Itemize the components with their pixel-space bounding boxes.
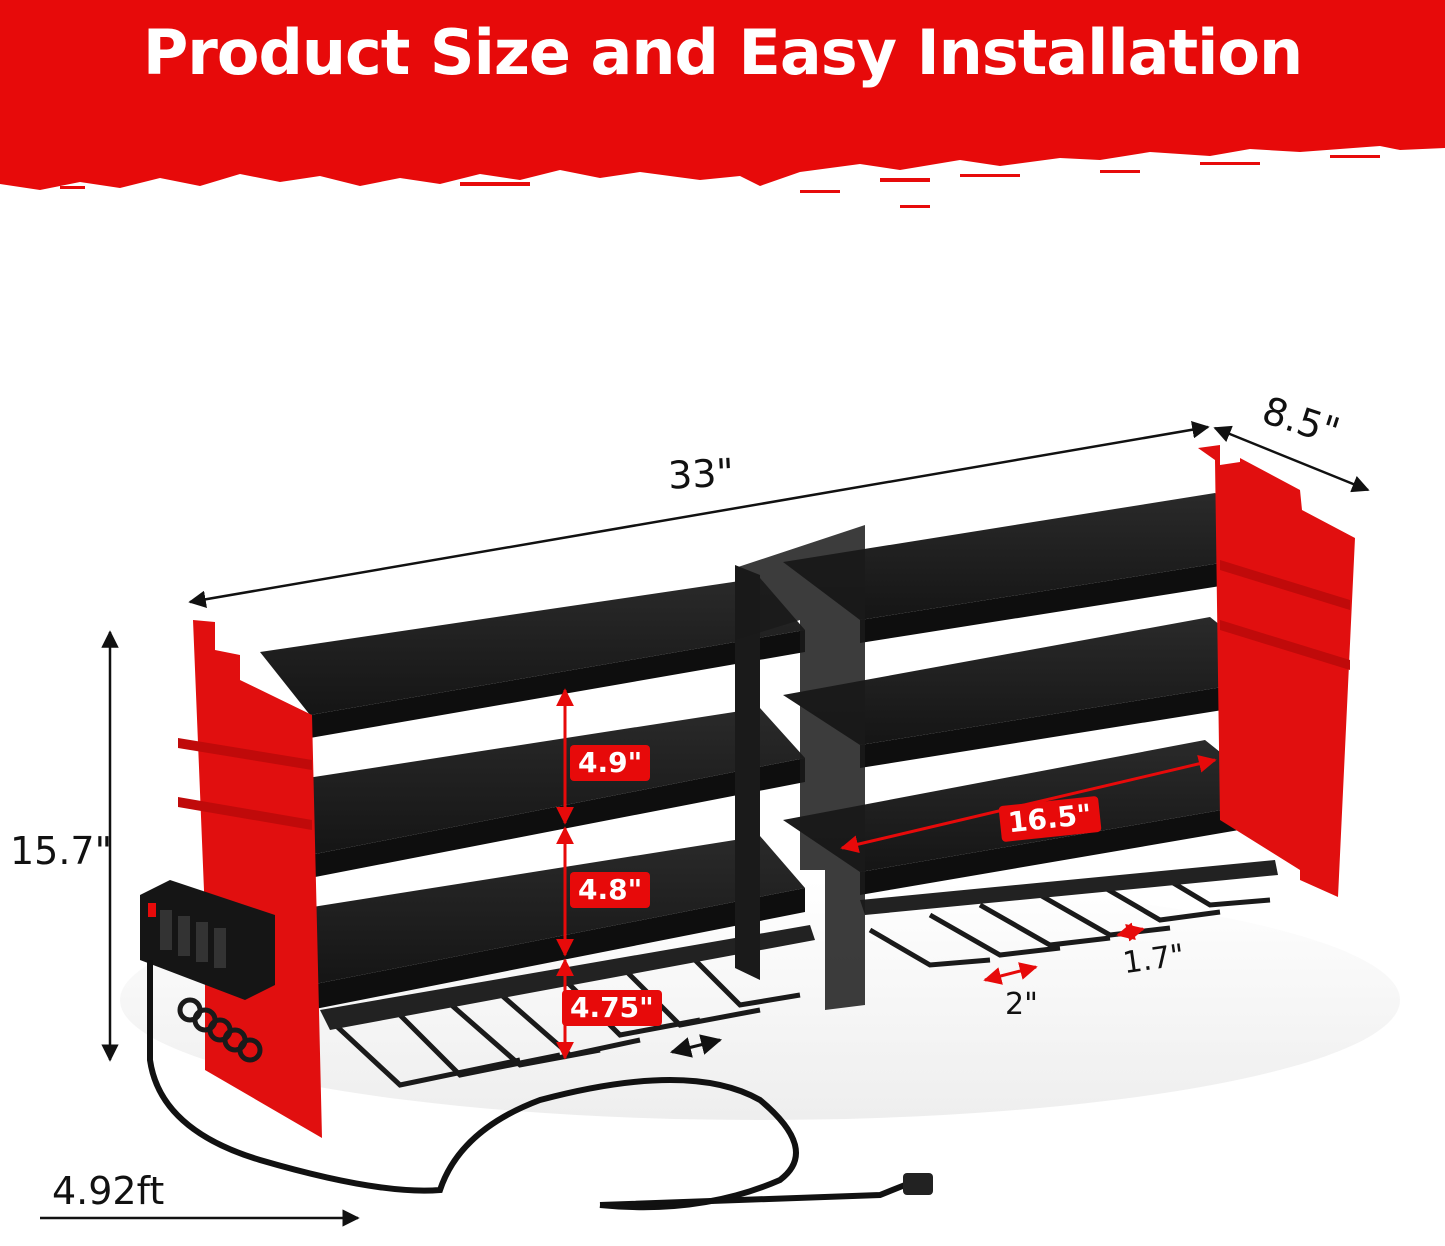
rail-spacing-arrow xyxy=(669,1034,723,1058)
right-side-panel xyxy=(1198,445,1355,897)
banner-title: Product Size and Easy Installation xyxy=(142,16,1303,89)
height-label: 15.7" xyxy=(10,829,113,873)
length-dimension-arrow xyxy=(188,421,1210,608)
right-shelf-top xyxy=(783,493,1290,643)
paint-splatter-decoration xyxy=(0,140,1445,208)
left-tool-rails xyxy=(328,953,801,1088)
cable-hooks xyxy=(177,997,263,1063)
right-center-bracket xyxy=(735,525,865,1010)
rail-gap-wide-label: 2" xyxy=(1005,987,1038,1022)
plug-icon xyxy=(903,1173,933,1195)
rail-gap-narrow-arrow xyxy=(1116,922,1145,942)
length-label: 33" xyxy=(666,450,735,498)
cord-length-label: 4.92ft xyxy=(52,1169,165,1213)
shelf-gap-top-label: 4.9" xyxy=(570,745,651,781)
header-banner: Product Size and Easy Installation xyxy=(0,0,1445,140)
power-switch-icon xyxy=(148,903,156,917)
left-center-bracket xyxy=(735,565,760,980)
right-rail-bar xyxy=(860,860,1278,915)
shelf-gap-middle-label: 4.8" xyxy=(570,872,651,908)
left-shelf-top xyxy=(260,578,805,738)
power-cord xyxy=(147,960,799,1211)
shelf-gap-bottom-label: 4.75" xyxy=(562,990,662,1026)
right-shelf-middle xyxy=(783,617,1285,768)
power-strip xyxy=(140,880,275,1000)
rail-gap-wide-arrow xyxy=(983,962,1038,985)
rail-gap-narrow-label: 1.7" xyxy=(1120,937,1187,982)
right-tool-rails xyxy=(868,872,1271,968)
depth-dimension-arrow xyxy=(1213,425,1370,493)
